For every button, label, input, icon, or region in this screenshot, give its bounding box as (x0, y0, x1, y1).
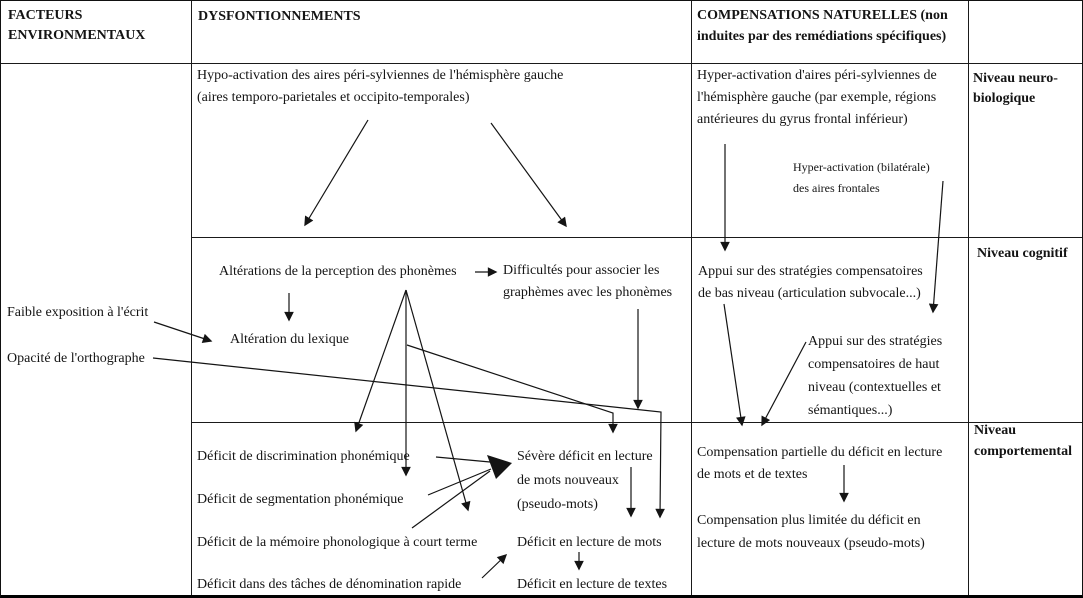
node-opacite-orthographe: Opacité de l'orthographe (7, 351, 145, 366)
arrow-faible-exposition-to-lexique (153, 321, 213, 343)
node-deficit-discrimination: Déficit de discrimination phonémique (197, 449, 410, 464)
level-cognitif: Niveau cognitif (977, 246, 1068, 261)
column-divider-3 (968, 1, 969, 595)
node-hypo-activation: Hypo-activation des aires péri-sylvienne… (197, 68, 564, 105)
node-compensation-limitee: Compensation plus limitée du déficit en … (697, 513, 925, 551)
column-divider-2 (691, 1, 692, 595)
node-difficultes-graphemes: Difficultés pour associer les graphèmes … (503, 263, 673, 300)
arrow-appui-haut-to-compensation (761, 341, 807, 427)
node-deficit-lecture-textes: Déficit en lecture de textes (517, 577, 668, 592)
header-dysfonctionnements: DYSFONTIONNEMENTS (198, 9, 361, 24)
level-comportemental: Niveau comportemental (974, 423, 1072, 459)
node-alterations-perception: Altérations de la perception des phonème… (219, 264, 457, 279)
level-neurobiologique: Niveau neuro- biologique (973, 71, 1058, 106)
column-divider-1 (191, 1, 192, 595)
header-divider (1, 63, 1082, 64)
line-discrimination-to-severe (435, 456, 491, 463)
arrow-hypo-to-difficultes (490, 122, 567, 228)
node-severe-deficit-lecture: Sévère déficit en lecture de mots nouvea… (517, 449, 653, 512)
node-alteration-lexique: Altération du lexique (230, 332, 349, 347)
node-hyper-activation-frontale: Hyper-activation (bilatérale) des aires … (793, 160, 930, 195)
line-memoire-to-severe (411, 470, 491, 529)
node-hyper-activation-perisylvienne: Hyper-activation d'aires péri-sylviennes… (697, 68, 937, 127)
node-faible-exposition: Faible exposition à l'écrit (7, 305, 149, 320)
node-deficit-denomination: Déficit dans des tâches de dénomination … (197, 577, 462, 592)
arrow-denomination-to-lecture-mots (481, 554, 508, 579)
row-divider-cognitif-comportemental (191, 422, 1082, 423)
node-deficit-lecture-mots: Déficit en lecture de mots (517, 535, 662, 550)
header-compensations-naturelles: COMPENSATIONS NATURELLES (non induites p… (697, 8, 948, 44)
header-facteurs-environnementaux: FACTEURS ENVIRONMENTAUX (8, 8, 146, 43)
arrow-perception-to-severe-deficit (406, 344, 618, 434)
row-divider-neuro-cognitif (191, 237, 1082, 238)
big-arrowhead-severe-deficit (487, 455, 512, 479)
arrow-perception-to-discrimination (354, 289, 407, 433)
arrow-hypo-to-perception (304, 119, 369, 227)
node-appui-bas-niveau: Appui sur des stratégies compensatoires … (698, 264, 923, 301)
line-segmentation-to-severe (427, 468, 492, 496)
arrow-appui-bas-to-compensation (723, 303, 746, 427)
arrow-perception-to-memoire (405, 289, 471, 512)
node-deficit-memoire: Déficit de la mémoire phonologique à cou… (197, 535, 478, 550)
node-deficit-segmentation: Déficit de segmentation phonémique (197, 492, 404, 507)
node-appui-haut-niveau: Appui sur des stratégies compensatoires … (808, 334, 943, 418)
node-compensation-partielle: Compensation partielle du déficit en lec… (697, 445, 943, 482)
